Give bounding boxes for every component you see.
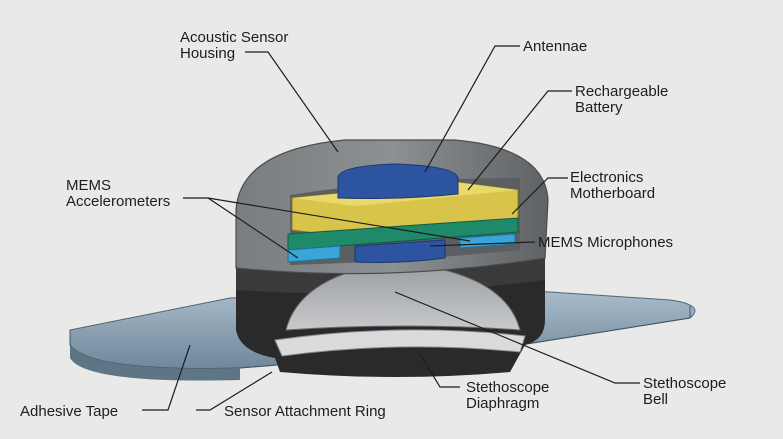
label-mems-accelerometers: MEMS Accelerometers [66, 177, 170, 210]
svg-text:Motherboard: Motherboard [570, 185, 655, 202]
svg-text:Stethoscope: Stethoscope [643, 375, 726, 392]
svg-text:Electronics: Electronics [570, 169, 643, 186]
label-electronics-motherboard: Electronics Motherboard [570, 169, 655, 202]
svg-text:Rechargeable: Rechargeable [575, 83, 668, 100]
svg-text:MEMS: MEMS [66, 177, 111, 194]
svg-text:Diaphragm: Diaphragm [466, 395, 539, 412]
label-stethoscope-bell: Stethoscope Bell [643, 375, 726, 408]
label-antennae: Antennae [523, 38, 587, 55]
label-stethoscope-diaphragm: Stethoscope Diaphragm [466, 379, 549, 412]
svg-text:Housing: Housing [180, 45, 235, 62]
svg-text:Stethoscope: Stethoscope [466, 379, 549, 396]
svg-text:Battery: Battery [575, 99, 623, 116]
svg-text:Acoustic Sensor: Acoustic Sensor [180, 29, 288, 46]
label-rechargeable-battery: Rechargeable Battery [575, 83, 668, 116]
label-mems-microphones: MEMS Microphones [538, 234, 673, 251]
svg-text:Bell: Bell [643, 391, 668, 408]
antennae-shape [338, 164, 458, 199]
svg-text:Accelerometers: Accelerometers [66, 193, 170, 210]
label-sensor-attachment-ring: Sensor Attachment Ring [224, 403, 386, 420]
label-adhesive-tape: Adhesive Tape [20, 403, 118, 420]
